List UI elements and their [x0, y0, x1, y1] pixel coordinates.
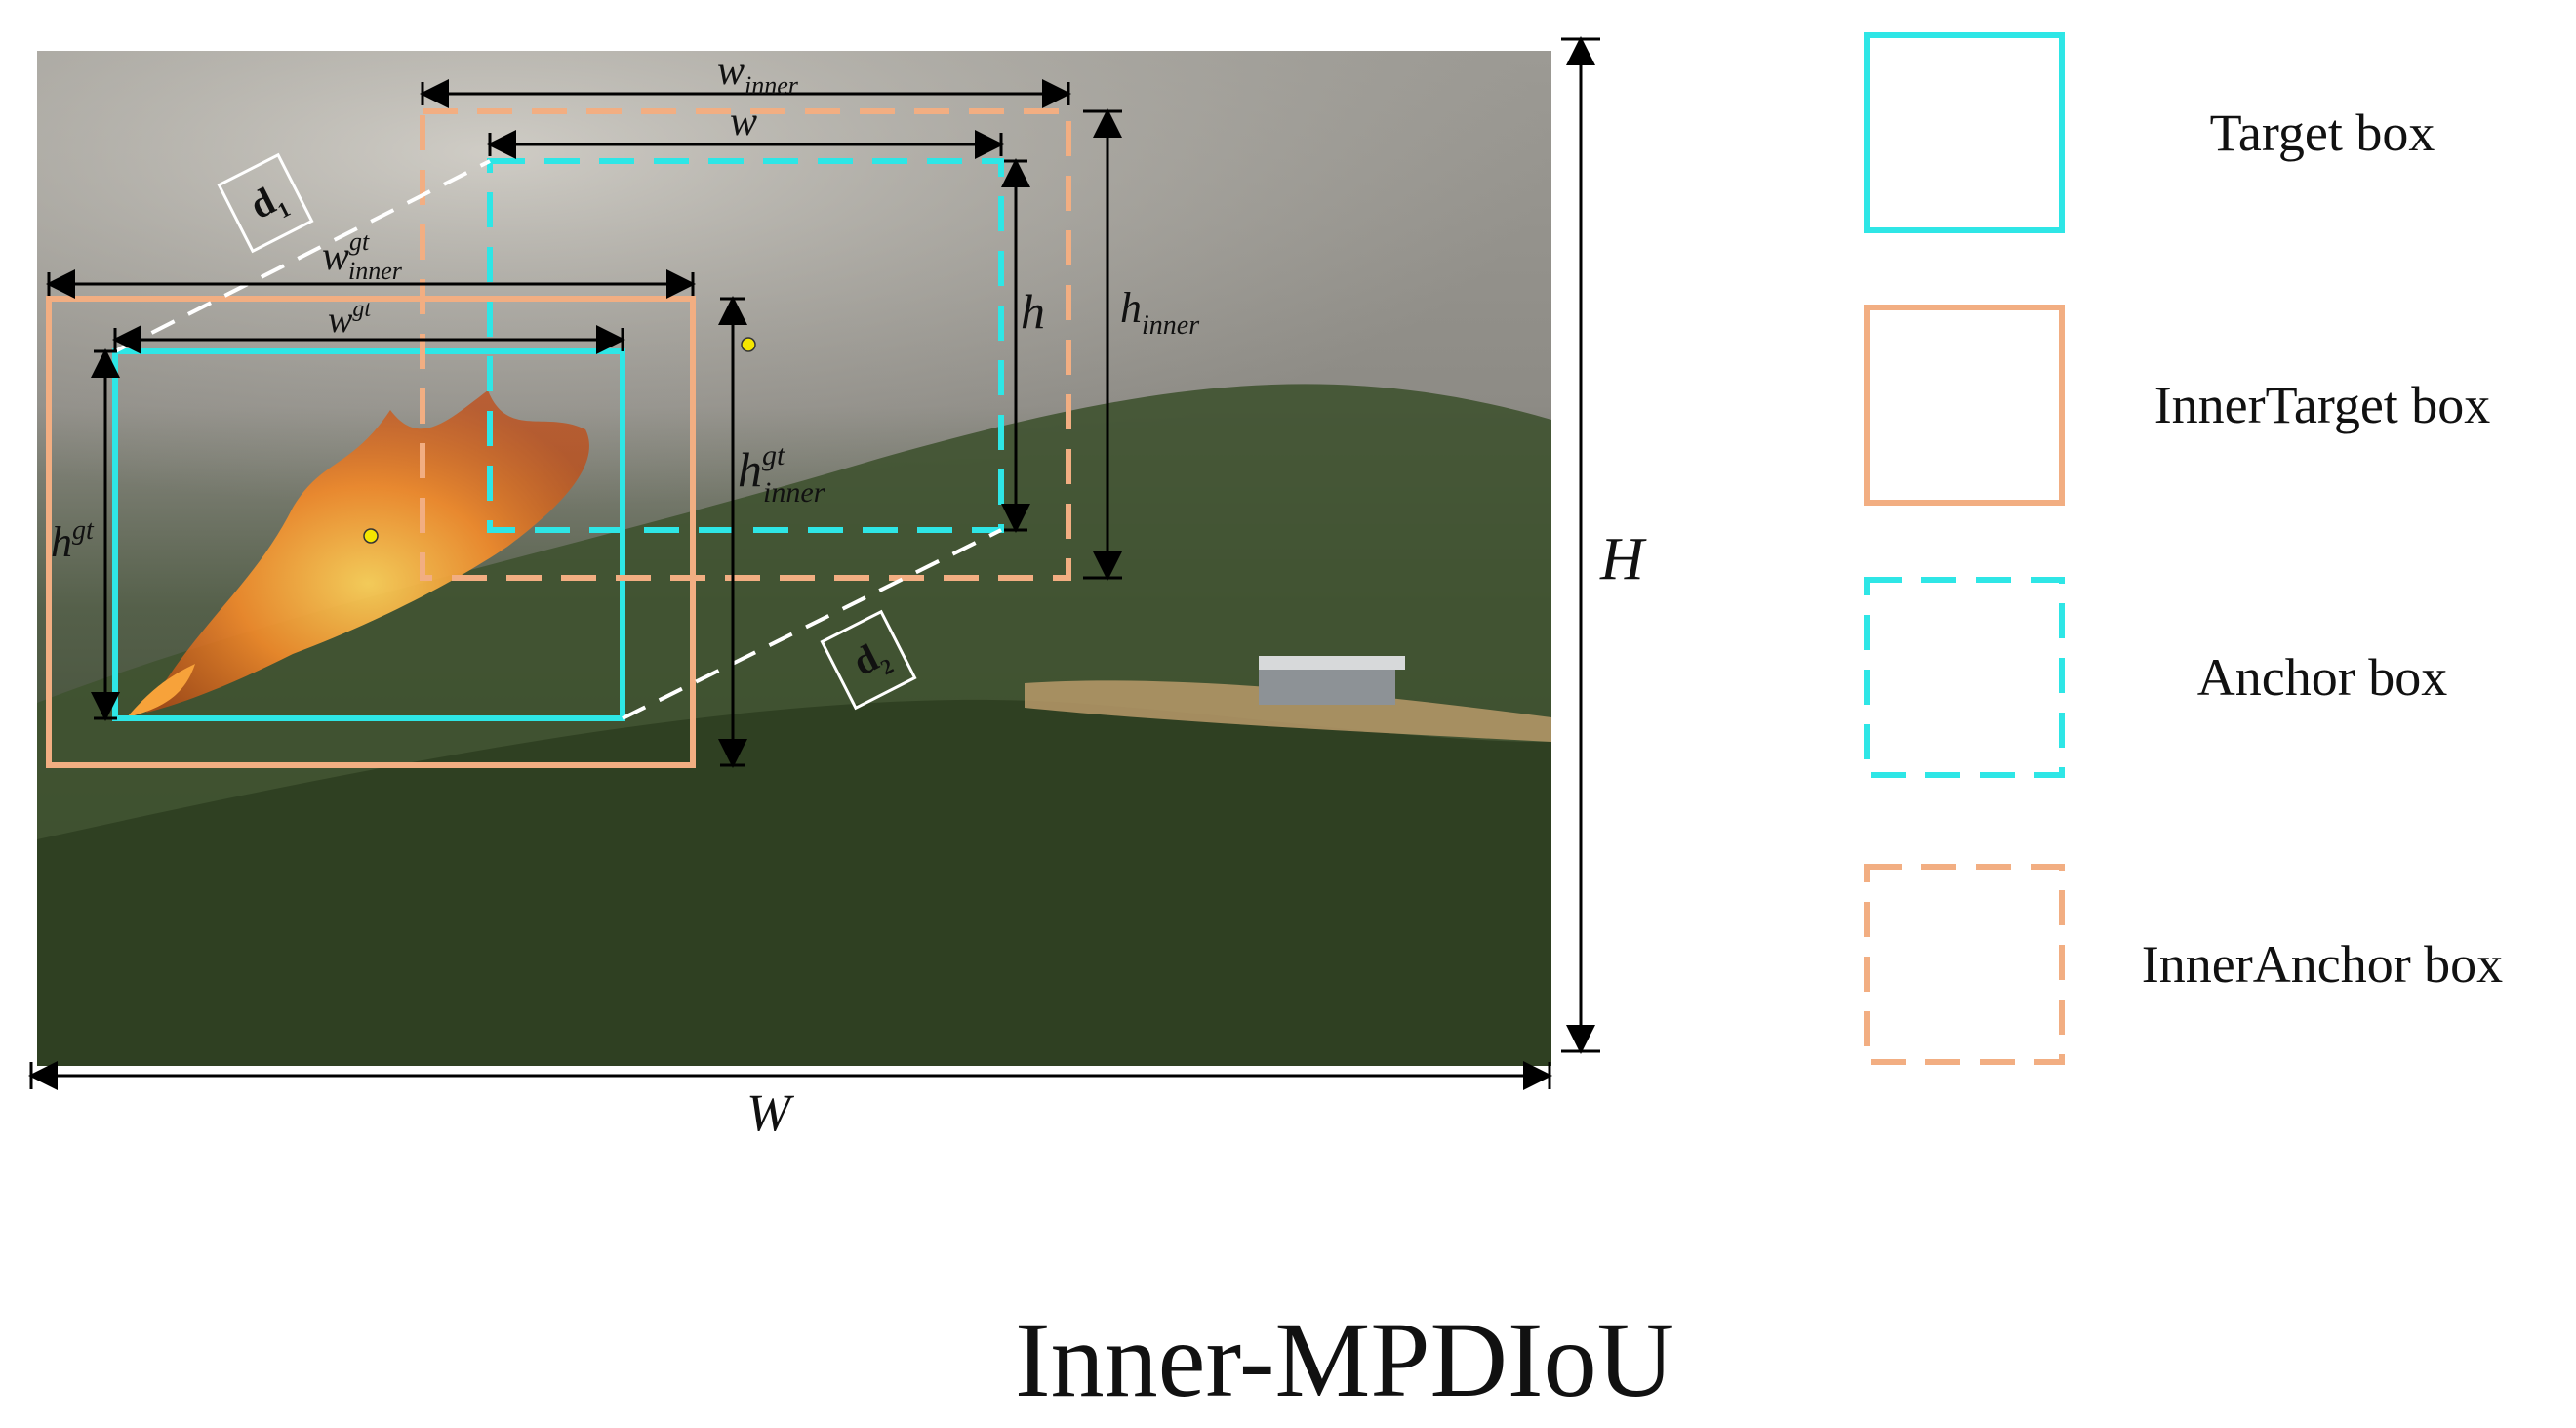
d2-line	[622, 528, 1002, 720]
dashed-orange-square	[1864, 864, 2065, 1065]
w-inner-label: winner	[717, 49, 799, 100]
dimension-lines	[27, 36, 1600, 1090]
caption: Inner-MPDIoU	[1015, 1300, 1674, 1419]
anchor-center-dot	[741, 337, 756, 352]
h-label: h	[1021, 284, 1045, 339]
legend-label: Target box	[2210, 103, 2435, 162]
legend-label: InnerTarget box	[2154, 376, 2491, 434]
target-center-dot	[363, 528, 379, 544]
dashed-cyan-square	[1864, 577, 2065, 778]
wildfire-photo	[37, 51, 1551, 1067]
inner-target-box	[46, 296, 696, 768]
legend-label: InnerAnchor box	[2142, 935, 2503, 994]
w-gt-label: wgt	[328, 297, 372, 341]
solid-cyan-square	[1864, 32, 2065, 233]
legend-label: Anchor box	[2197, 648, 2447, 707]
d1-line	[114, 159, 491, 353]
W-label: W	[746, 1083, 795, 1142]
H-label: H	[1599, 526, 1647, 592]
w-label: w	[730, 100, 757, 144]
h-gt-label: hgt	[51, 515, 95, 566]
h-inner-label: hinner	[1120, 284, 1199, 341]
solid-orange-square	[1864, 305, 2065, 506]
